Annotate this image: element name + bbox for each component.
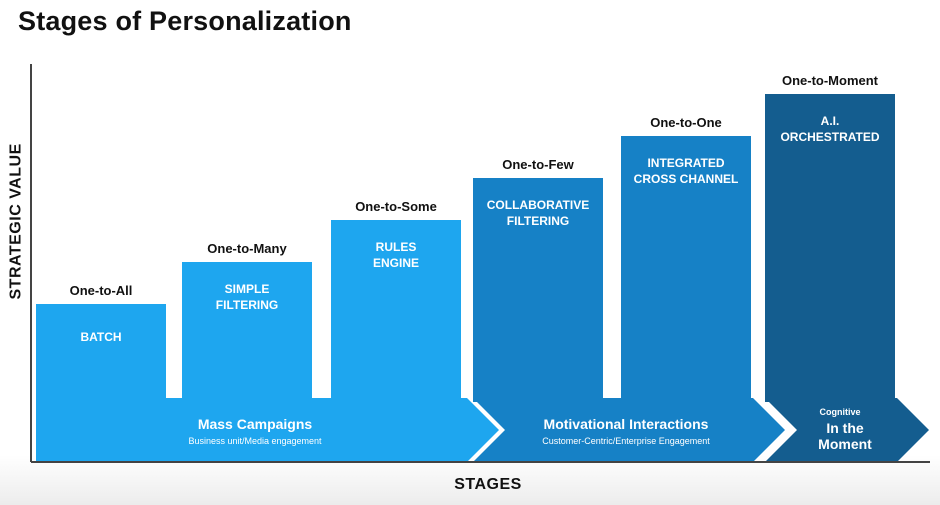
stage-label: One-to-Few xyxy=(502,157,574,172)
stage-inner-text: RULES xyxy=(376,240,417,254)
stage-inner-text: A.I. xyxy=(821,114,840,128)
group-arrows xyxy=(36,398,929,462)
group-arrow-1 xyxy=(36,398,499,462)
stage-bar-5 xyxy=(621,136,751,402)
stage-label: One-to-All xyxy=(70,283,133,298)
stage-inner-text: BATCH xyxy=(80,330,121,344)
stage-bars xyxy=(36,94,895,402)
stage-inner-text: ENGINE xyxy=(373,256,419,270)
group-title-line: In the xyxy=(826,420,864,436)
stage-inner-text: INTEGRATED xyxy=(647,156,724,170)
stage-bar-1 xyxy=(36,304,166,402)
stage-inner-text: COLLABORATIVE xyxy=(487,198,589,212)
group-subtitle: Business unit/Media engagement xyxy=(188,436,322,446)
group-title: Motivational Interactions xyxy=(544,416,709,432)
group-subtitle: Customer-Centric/Enterprise Engagement xyxy=(542,436,710,446)
stage-inner-text: SIMPLE xyxy=(225,282,270,296)
stage-bar-2 xyxy=(182,262,312,402)
stage-label: One-to-Some xyxy=(355,199,437,214)
stage-label: One-to-Many xyxy=(207,241,287,256)
page-title: Stages of Personalization xyxy=(18,6,352,36)
stage-label: One-to-One xyxy=(650,115,722,130)
stage-inner-text: CROSS CHANNEL xyxy=(634,172,739,186)
group-title-small: Cognitive xyxy=(819,407,860,417)
group-arrow-3 xyxy=(765,398,929,462)
x-axis-label: STAGES xyxy=(454,476,522,493)
stage-bar-6 xyxy=(765,94,895,402)
group-arrow-2 xyxy=(473,398,785,462)
stage-bar-4 xyxy=(473,178,603,402)
stage-inner-text: FILTERING xyxy=(216,298,278,312)
group-title: Mass Campaigns xyxy=(198,416,313,432)
stage-inner-text: ORCHESTRATED xyxy=(780,130,879,144)
stage-inner-text: FILTERING xyxy=(507,214,569,228)
stage-label: One-to-Moment xyxy=(782,73,879,88)
stage-bar-3 xyxy=(331,220,461,402)
group-title-line: Moment xyxy=(818,436,872,452)
